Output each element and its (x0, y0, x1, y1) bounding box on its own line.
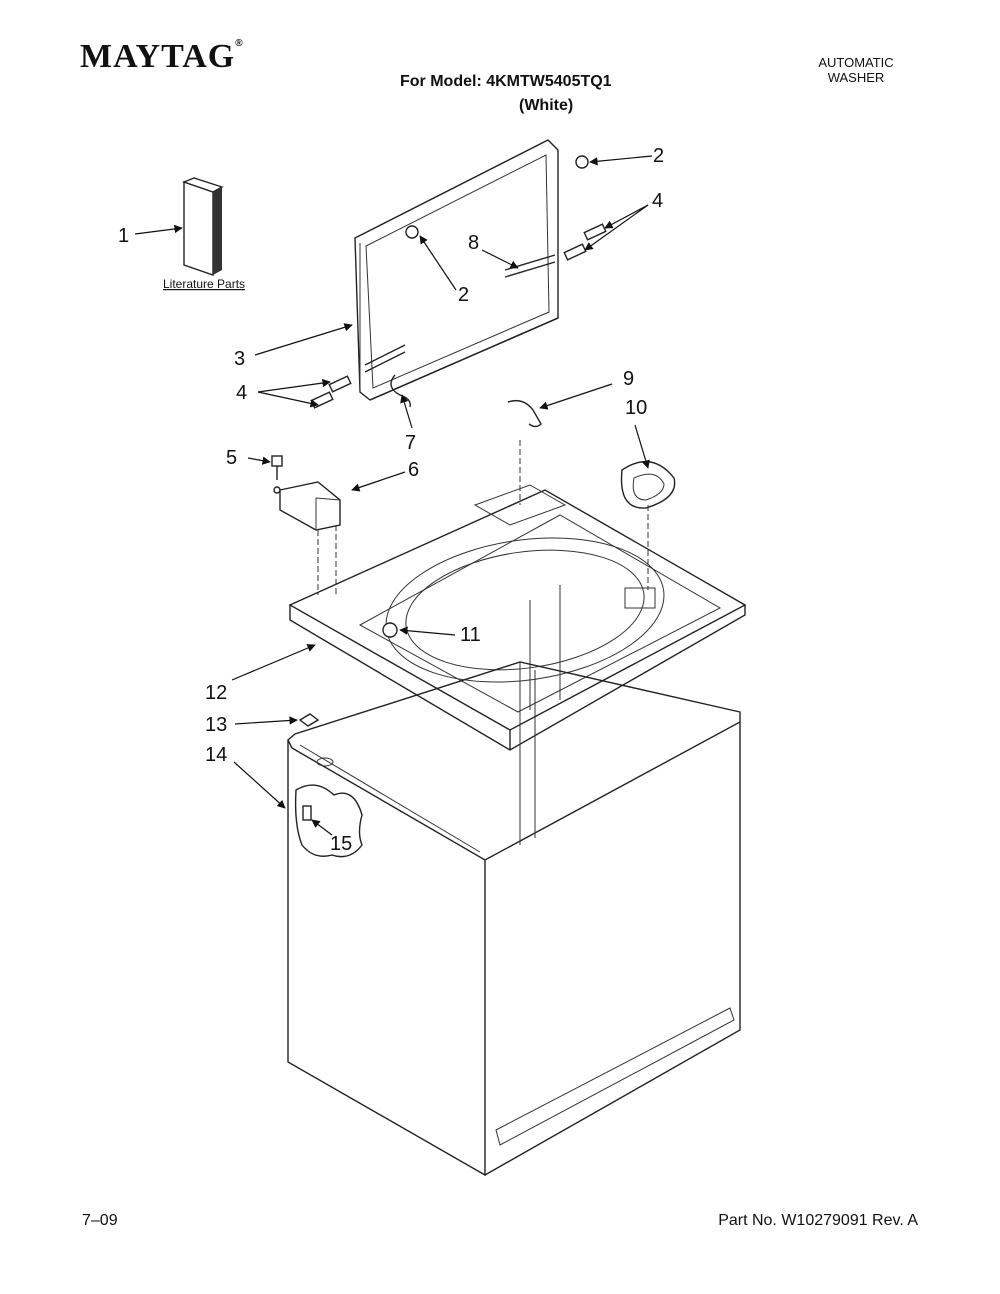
callout-6: 6 (408, 459, 419, 481)
hinge-pin-upper-right (583, 223, 607, 241)
callout-15: 15 (330, 833, 352, 855)
lid-spring-hook (390, 374, 411, 408)
literature-parts-label: Literature Parts (163, 277, 245, 291)
lid-bumper-ring (620, 461, 676, 509)
part-number: Part No. W10279091 Rev. A (718, 1212, 918, 1229)
top-panel (288, 484, 747, 751)
lid-bumper-left (405, 225, 419, 239)
registered-mark: ® (235, 38, 244, 49)
appliance-type: AUTOMATIC WASHER (796, 55, 916, 85)
revision-date: 7–09 (82, 1212, 118, 1229)
callout-12: 12 (205, 682, 227, 704)
color-line: (White) (519, 97, 574, 114)
hinge-screw (271, 455, 283, 494)
callout-7: 7 (405, 432, 416, 454)
cutaway-screw (302, 805, 312, 821)
callout-8: 8 (468, 232, 479, 254)
callout-5: 5 (226, 447, 237, 469)
brand-name: MAYTAG (80, 38, 236, 75)
callout-1: 1 (118, 225, 129, 247)
brand-logo: MAYTAG® (80, 38, 244, 76)
hinge-pin-upper-left (328, 375, 352, 393)
model-line: For Model: 4KMTW5405TQ1 (400, 73, 612, 90)
callout-3: 3 (234, 348, 245, 370)
callout-13: 13 (205, 714, 227, 736)
lid-bumper-right (575, 155, 589, 169)
callout-10: 10 (625, 397, 647, 419)
washer-cabinet (287, 661, 741, 1177)
cabinet-clip (298, 713, 320, 727)
leader-lines (134, 155, 653, 836)
cabinet-cutaway (294, 784, 363, 858)
callout-4-right: 4 (652, 190, 663, 212)
callout-14: 14 (205, 744, 227, 766)
literature-booklet (181, 177, 224, 276)
panel-plug (382, 622, 398, 638)
switch-clip (507, 399, 542, 428)
callout-2-top: 2 (653, 145, 664, 167)
callout-4-left: 4 (236, 382, 247, 404)
callout-2-lid: 2 (458, 284, 469, 306)
callout-9: 9 (623, 368, 634, 390)
appliance-line-2: WASHER (827, 70, 885, 85)
hinge-pin-lower-left (310, 391, 334, 409)
lid-hinge-bracket (279, 481, 341, 531)
callout-11: 11 (460, 624, 481, 646)
washer-lid (354, 139, 559, 401)
appliance-line-1: AUTOMATIC (818, 55, 894, 70)
hinge-pin-lower-right (563, 243, 587, 261)
